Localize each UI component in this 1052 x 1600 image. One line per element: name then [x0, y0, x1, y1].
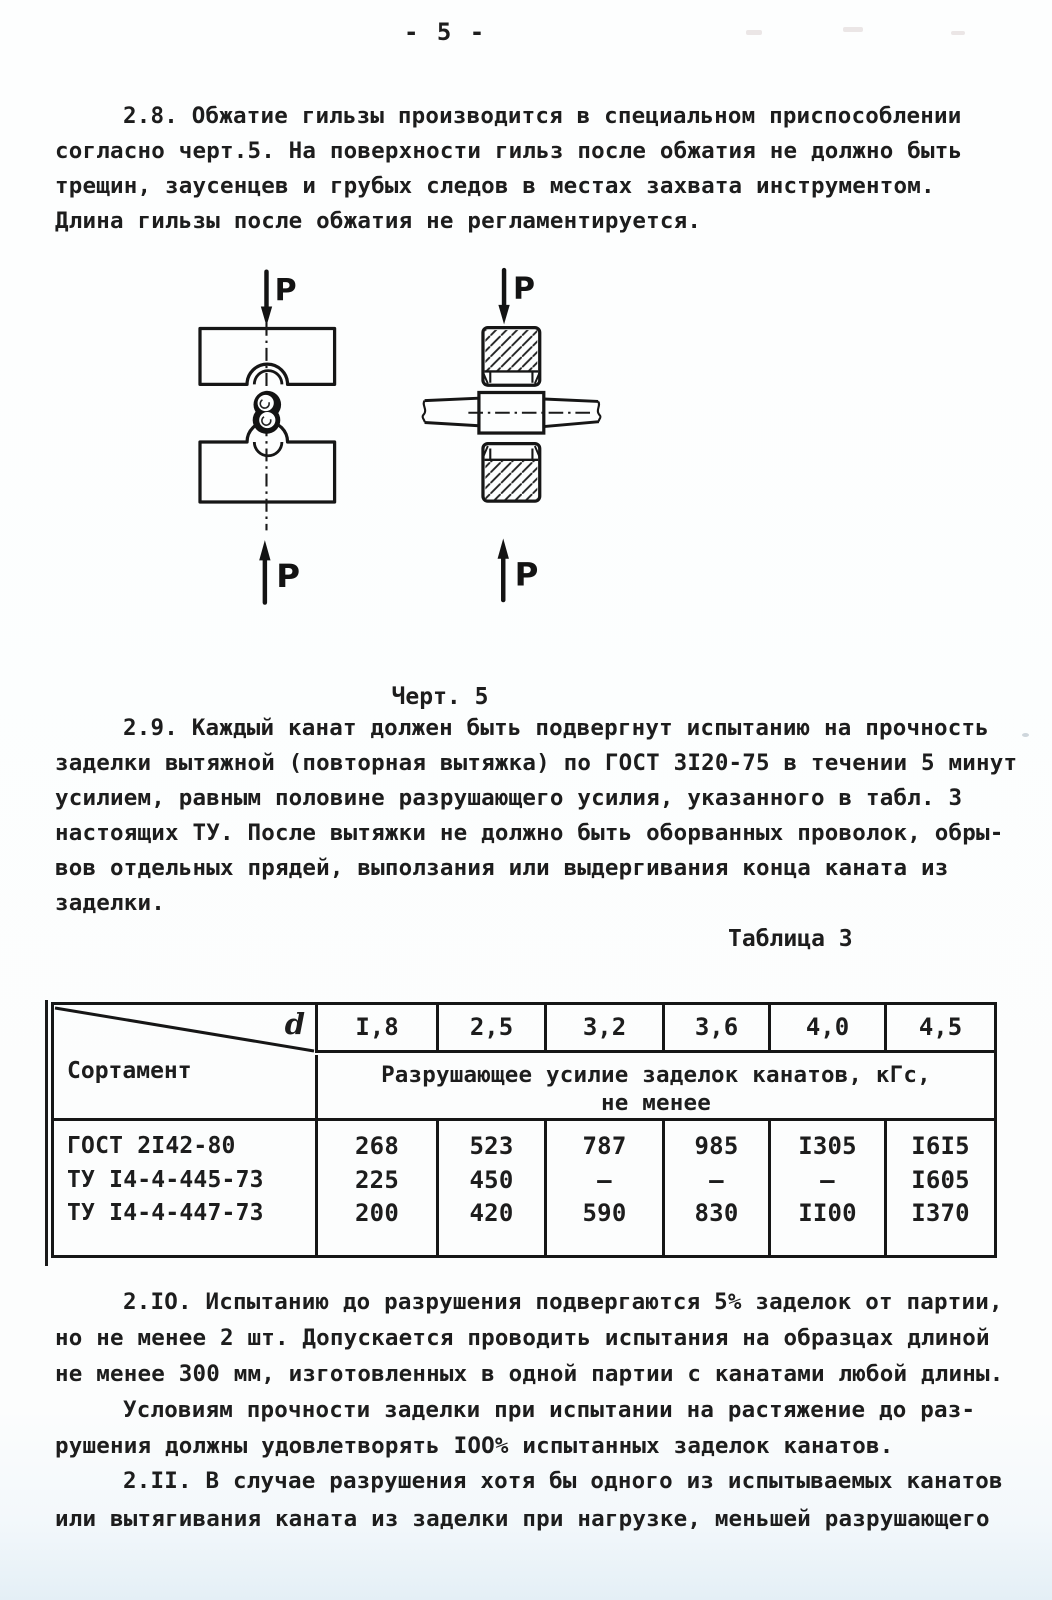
figure-caption: Черт. 5 — [391, 684, 489, 710]
diameter-symbol: d — [284, 1007, 305, 1041]
value-cell: – — [709, 1165, 724, 1194]
scan-artifact — [1022, 733, 1029, 737]
value-column: I6I5 I605 I370 — [884, 1121, 994, 1258]
force-arrow-down-left — [260, 269, 273, 327]
value-cell: I605 — [911, 1165, 970, 1194]
value-column: 523 450 420 — [436, 1121, 544, 1258]
text-line: усилием, равным половине разрушающего ус… — [55, 785, 963, 811]
force-label: P — [515, 555, 539, 593]
force-arrow-up-right — [497, 538, 509, 603]
scan-artifact — [951, 31, 965, 35]
text-line: рушения должны удовлетворять IOO% испыта… — [55, 1433, 894, 1459]
d-value-cell: I,8 — [315, 1005, 436, 1053]
d-value-cell: 4,5 — [884, 1005, 994, 1053]
category-header: Сортамент — [67, 1058, 192, 1084]
value-cell: 420 — [469, 1199, 514, 1227]
text-line: 2.IO. Испытанию до разрушения подвергают… — [123, 1289, 1003, 1315]
text-line: вов отдельных прядей, выползания или выд… — [55, 855, 949, 881]
value-column: 985 – 830 — [662, 1121, 768, 1258]
text-line: настоящих ТУ. После вытяжки не должно бы… — [55, 820, 1004, 846]
scan-artifact — [746, 30, 762, 35]
value-cell: 225 — [355, 1165, 399, 1194]
value-cell: I305 — [798, 1132, 857, 1160]
value-cell: I6I5 — [911, 1132, 970, 1160]
force-label: P — [276, 557, 300, 595]
value-cell: – — [597, 1165, 612, 1194]
row-label: ТУ I4-4-447-73 — [67, 1200, 264, 1226]
text-line: 2.II. В случае разрушения хотя бы одного… — [123, 1468, 1003, 1494]
value-column: I305 – II00 — [768, 1121, 884, 1258]
text-line: но не менее 2 шт. Допускается проводить … — [55, 1325, 990, 1351]
value-cell: – — [820, 1165, 835, 1194]
paragraph-2-10: 2.IO. Испытанию до разрушения подвергают… — [55, 1284, 1035, 1464]
d-value-cell: 2,5 — [436, 1005, 544, 1053]
text-line: 2.8. Обжатие гильзы производится в специ… — [123, 103, 962, 129]
rope — [421, 396, 602, 429]
text-line: заделки. — [55, 890, 165, 916]
paragraph-2-9: 2.9. Каждый канат должен быть подвергнут… — [55, 711, 1035, 921]
d-value-cell: 3,2 — [544, 1005, 662, 1053]
force-arrow-up-left — [259, 540, 271, 605]
value-cell: 830 — [694, 1199, 739, 1227]
text-line: Условиям прочности заделки при испытании… — [123, 1397, 976, 1423]
spec-table: d Сортамент I,8 2,5 3,2 3,6 4,0 4,5 Разр… — [45, 1000, 997, 1266]
force-arrow-down-right — [498, 267, 510, 325]
value-cell: II00 — [798, 1199, 857, 1227]
right-punch-assembly: P P — [421, 267, 602, 603]
text-line: или вытягивания каната из заделки при на… — [55, 1506, 990, 1532]
text-line: согласно черт.5. На поверхности гильз по… — [55, 138, 963, 164]
value-cell: 590 — [582, 1199, 627, 1227]
left-die-assembly: P P — [198, 269, 337, 605]
row-label: ТУ I4-4-445-73 — [67, 1166, 264, 1193]
figure-chert-5: P P — [198, 267, 602, 605]
d-value-cell: 3,6 — [662, 1005, 768, 1053]
text-line: заделки вытяжной (повторная вытяжка) по … — [55, 750, 1018, 776]
value-cell: 523 — [469, 1132, 514, 1160]
value-cell: 268 — [355, 1132, 399, 1160]
page-number: - 5 - — [404, 18, 487, 46]
die-groove-inner-arc — [252, 441, 284, 458]
right-punch-top — [481, 326, 542, 387]
value-cell: 200 — [355, 1199, 399, 1227]
value-cell: I370 — [911, 1199, 970, 1227]
row-labels-column: ГОСТ 2I42-80 ТУ I4-4-445-73 ТУ I4-4-447-… — [54, 1121, 315, 1258]
right-punch-bottom — [481, 441, 542, 503]
diagonal-line — [54, 1006, 315, 1053]
text-line: Длина гильзы после обжатия не регламенти… — [55, 208, 702, 234]
row-label: ГОСТ 2I42-80 — [67, 1133, 236, 1159]
span-header-line: Разрушающее усилие заделок канатов, кГс, — [381, 1061, 931, 1088]
force-label: P — [275, 273, 297, 308]
scan-artifact — [843, 27, 863, 32]
span-header: Разрушающее усилие заделок канатов, кГс,… — [315, 1054, 994, 1121]
value-cell: 450 — [469, 1165, 514, 1194]
die-groove-inner-arc — [252, 369, 284, 385]
paragraph-2-11: 2.II. В случае разрушения хотя бы одного… — [55, 1462, 1035, 1538]
value-column: 268 225 200 — [315, 1121, 436, 1258]
table-body: ГОСТ 2I42-80 ТУ I4-4-445-73 ТУ I4-4-447-… — [54, 1121, 994, 1258]
table-corner-cell: d Сортамент — [54, 1005, 315, 1121]
paragraph-2-8: 2.8. Обжатие гильзы производится в специ… — [55, 99, 1035, 239]
text-line: 2.9. Каждый канат должен быть подвергнут… — [123, 715, 990, 741]
d-value-cell: 4,0 — [768, 1005, 884, 1053]
force-label: P — [513, 271, 535, 306]
text-line: не менее 300 мм, изготовленных в одной п… — [55, 1361, 1004, 1387]
table-caption: Таблица 3 — [728, 926, 853, 952]
value-cell: 787 — [582, 1132, 627, 1160]
value-cell: 985 — [694, 1132, 739, 1160]
value-column: 787 – 590 — [544, 1121, 662, 1258]
text-line: трещин, заусенцев и грубых следов в мест… — [55, 173, 935, 199]
span-header-line: не менее — [601, 1089, 711, 1116]
pressed-sleeve-cross-section — [252, 390, 282, 434]
